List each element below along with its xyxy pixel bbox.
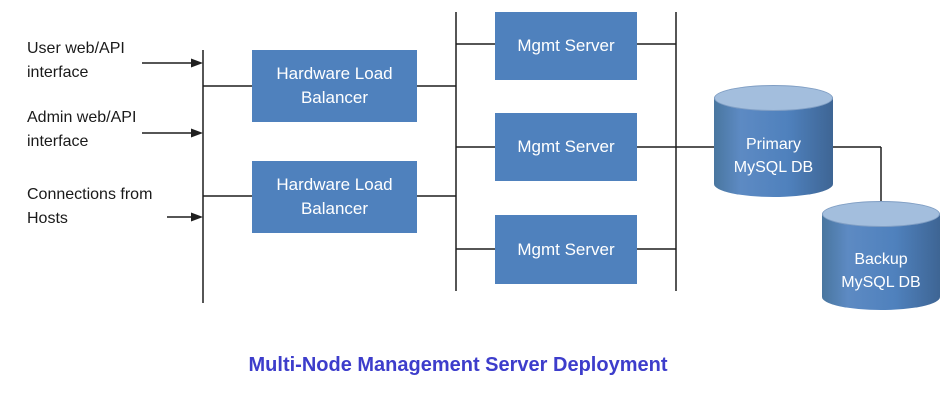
backup-db-label: Backup MySQL DB	[822, 248, 940, 294]
diagram-title: Multi-Node Management Server Deployment	[248, 354, 668, 376]
primary-db-label-line1: Primary	[745, 136, 802, 153]
arrow-hosts-head	[191, 212, 203, 222]
cylinder-top-ellipse	[714, 85, 833, 111]
input-label-admin-web-api: Admin web/API interface	[27, 109, 137, 150]
arrow-admin-head	[191, 128, 203, 138]
node-primary-mysql-db: Primary MySQL DB	[714, 85, 833, 197]
cylinder-body	[714, 98, 833, 197]
input-label-user-web-api: User web/API interface	[27, 40, 125, 81]
node-load-balancer-1: Hardware Load Balancer	[252, 50, 417, 122]
cylinder-top-ellipse	[822, 201, 940, 227]
node-mgmt-server-2: Mgmt Server	[495, 113, 637, 181]
arrow-user-head	[191, 58, 203, 68]
backup-db-label-line2: MySQL DB	[841, 274, 921, 291]
node-backup-mysql-db: Backup MySQL DB	[822, 201, 940, 310]
input-label-connections-hosts: Connections from Hosts	[27, 186, 153, 227]
node-load-balancer-2: Hardware Load Balancer	[252, 161, 417, 233]
primary-db-label: Primary MySQL DB	[714, 133, 833, 179]
primary-db-label-line2: MySQL DB	[733, 159, 814, 176]
node-mgmt-server-3: Mgmt Server	[495, 215, 637, 284]
node-mgmt-server-1: Mgmt Server	[495, 12, 637, 80]
cylinder-body	[822, 214, 940, 310]
backup-db-label-line1: Backup	[854, 251, 908, 268]
